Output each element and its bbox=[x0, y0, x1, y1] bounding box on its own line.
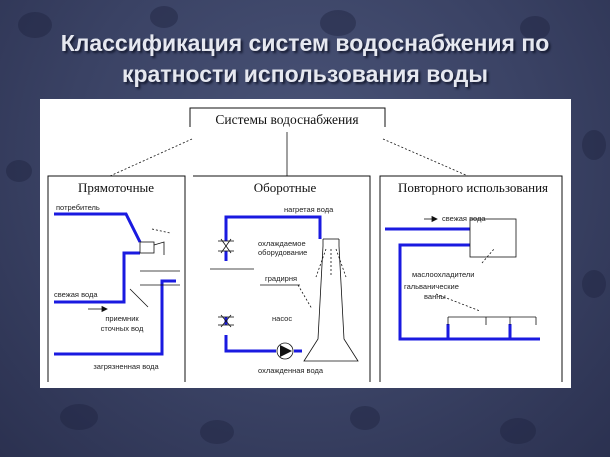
bg-bubble bbox=[520, 16, 550, 40]
bg-bubble bbox=[200, 420, 234, 444]
arrow-fresh-water-direct bbox=[88, 305, 108, 313]
root-node bbox=[189, 107, 386, 127]
bg-bubble bbox=[320, 10, 356, 36]
label-receiver: приемник bbox=[105, 314, 139, 323]
slide-title-line-2: кратности использования воды bbox=[121, 61, 489, 87]
slide-title-line-1: Классификация систем водоснабжения по bbox=[60, 30, 550, 56]
label-equipment-line2: оборудование bbox=[258, 248, 307, 257]
label-receiver-line2: сточных вод bbox=[101, 324, 144, 333]
direct-flow-pipes bbox=[54, 212, 176, 356]
bg-bubble bbox=[60, 404, 98, 430]
column-frames bbox=[47, 175, 563, 382]
bg-bubble bbox=[6, 160, 32, 182]
bg-bubble bbox=[350, 406, 380, 430]
bg-bubble bbox=[500, 418, 536, 444]
circulating-equipment bbox=[210, 238, 359, 362]
bg-bubble bbox=[150, 6, 178, 28]
pump-icon bbox=[276, 342, 294, 360]
cooling-tower bbox=[303, 245, 359, 362]
label-heated-water: нагретая вода bbox=[284, 205, 334, 214]
column-heading-circulating: Оборотные bbox=[254, 180, 317, 195]
label-equipment: охлаждаемое bbox=[258, 239, 306, 248]
reuse-pipes bbox=[385, 227, 540, 341]
label-galvanic: гальванические bbox=[404, 282, 459, 291]
root-label: Системы водоснабжения bbox=[215, 112, 358, 127]
reuse-equipment bbox=[435, 218, 537, 325]
slide-title: Классификация систем водоснабжения по кр… bbox=[0, 28, 610, 90]
direct-flow-equipment bbox=[129, 228, 180, 308]
label-galvanic-line2: ванны bbox=[424, 292, 446, 301]
column-heading-reuse: Повторного использования bbox=[398, 180, 548, 195]
connectors bbox=[109, 132, 469, 177]
circulating-pipes bbox=[224, 215, 322, 353]
pump-arrow-icon bbox=[280, 345, 292, 357]
oil-cooler-unit bbox=[469, 218, 517, 258]
label-fresh-water-direct: свежая вода bbox=[54, 290, 98, 299]
label-fresh-water-reuse: свежая вода bbox=[442, 214, 486, 223]
label-consumer: потребитель bbox=[56, 203, 100, 212]
label-polluted-water: загрязненная вода bbox=[93, 362, 159, 371]
label-oil-coolers: маслоохладители bbox=[412, 270, 475, 279]
bg-bubble bbox=[582, 130, 606, 160]
bg-bubble bbox=[582, 270, 606, 298]
label-cooled-water: охлажденная вода bbox=[258, 366, 324, 375]
water-supply-diagram: Системы водоснабжения Прямоточные Оборот… bbox=[47, 107, 563, 382]
label-cooling-tower: градирня bbox=[265, 274, 297, 283]
consumer-unit bbox=[139, 241, 155, 254]
column-heading-direct-flow: Прямоточные bbox=[78, 180, 154, 195]
label-pump: насос bbox=[272, 314, 292, 323]
bg-bubble bbox=[18, 12, 52, 38]
arrow-fresh-water-reuse bbox=[424, 215, 438, 223]
diagram-panel: Системы водоснабжения Прямоточные Оборот… bbox=[40, 99, 571, 388]
